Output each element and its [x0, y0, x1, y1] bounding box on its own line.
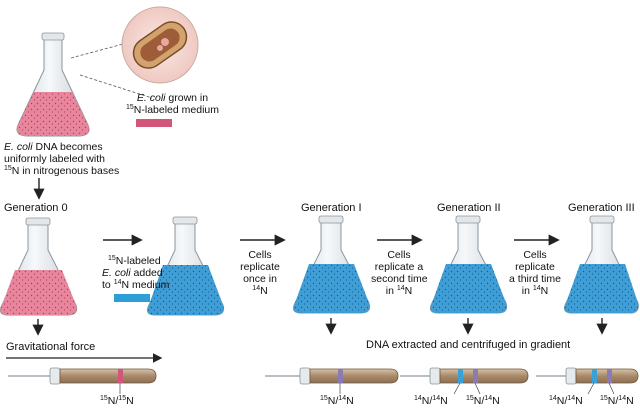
pink-medium-swatch — [136, 119, 172, 127]
band-label-gen1: 15N/14N — [320, 395, 354, 407]
dna-labeled-note: E. coli DNA becomes uniformly labeled wi… — [4, 141, 120, 177]
flask-generation-3 — [564, 215, 639, 314]
ecoli-grown-note: E. coli grown in 15N-labeled medium — [126, 92, 220, 116]
blue-medium-swatch — [114, 294, 150, 302]
band-pointer-lines — [119, 382, 615, 395]
band-label-gen3-hybrid: 15N/14N — [600, 395, 634, 407]
step-1-label: Cells replicate once in 14N — [240, 249, 280, 297]
band-label-gen3-light: 14N/14N — [549, 395, 583, 407]
generation-2-label: Generation II — [437, 202, 501, 214]
generation-0-label: Generation 0 — [4, 202, 68, 214]
tube-generation-2 — [400, 367, 529, 385]
tube-generation-1 — [265, 367, 399, 385]
tube-generation-3 — [536, 367, 639, 385]
flask-initial-15n — [16, 32, 90, 137]
flask-generation-1 — [293, 215, 371, 314]
tube-generation-0 — [8, 367, 157, 385]
gravitational-force-label: Gravitational force — [6, 341, 96, 353]
flask-generation-0 — [0, 217, 78, 316]
generation-1-label: Generation I — [301, 202, 362, 214]
band-label-gen0: 15N/15N — [100, 395, 134, 407]
step-2-label: Cells replicate a second time in 14N — [371, 249, 428, 297]
flask-transfer-14n — [147, 216, 225, 316]
step-3-label: Cells replicate a third time in 14N — [509, 249, 561, 297]
band-label-gen2-hybrid: 15N/14N — [466, 395, 500, 407]
dna-extracted-label: DNA extracted and centrifuged in gradien… — [366, 339, 571, 351]
flask-generation-2 — [430, 215, 508, 314]
generation-3-label: Generation III — [568, 202, 635, 214]
band-label-gen2-light: 14N/14N — [414, 395, 448, 407]
transfer-step-label: 15N-labeled E. coli added to 14N medium — [102, 255, 170, 291]
magnified-ecoli-icon — [70, 6, 199, 99]
